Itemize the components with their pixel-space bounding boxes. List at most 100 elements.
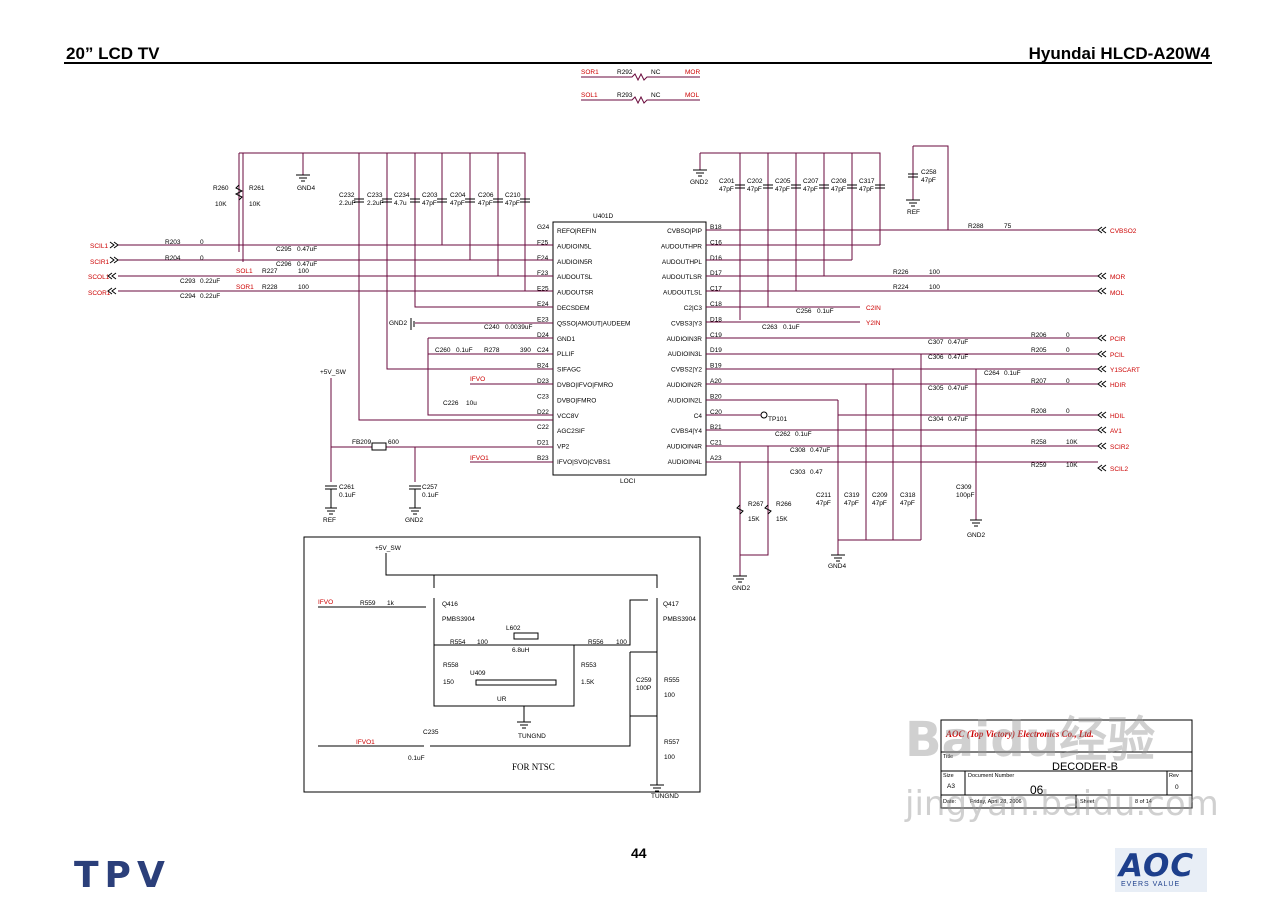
c296-value: 0.47uF <box>297 261 317 268</box>
plus5v-ntsc: +5V_SW <box>375 545 402 552</box>
c319-ref: C319 <box>844 492 860 499</box>
c303-ref: C303 <box>790 469 806 476</box>
ic-left-pin-number: E24 <box>537 301 549 308</box>
r556-ref: R556 <box>588 639 604 646</box>
r554-ref: R554 <box>450 639 466 646</box>
fb209-ref: FB209 <box>352 439 372 446</box>
ic-right-pin-name: C4 <box>694 413 703 420</box>
header-model-name: Hyundai HLCD-A20W4 <box>1028 44 1210 63</box>
r227-value: 100 <box>298 268 309 275</box>
r206-value: 0 <box>1066 332 1070 339</box>
c305-value: 0.47uF <box>948 385 968 392</box>
c201-value: 47pF <box>719 186 734 193</box>
ic-left-pin-name: PLLIF <box>557 351 574 358</box>
ic-right-pin-name: AUDIOIN4L <box>668 459 703 466</box>
port-pcir: PCIR <box>1110 336 1126 343</box>
c318-value: 47pF <box>900 500 915 507</box>
ic-right-pin-name: AUDIOIN2L <box>668 397 703 404</box>
c293-ref: C293 <box>180 278 196 285</box>
q416-value: PMBS3904 <box>442 616 475 623</box>
ic-left-pin-name: DECSDEM <box>557 305 590 312</box>
c234-ref: C234 <box>394 192 410 199</box>
c260-ref: C260 <box>435 347 451 354</box>
ic-name: LOCI <box>620 478 635 485</box>
port-c2in: C2IN <box>866 305 881 312</box>
net-mol: MOL <box>685 92 699 99</box>
ic-left-pin-number: D24 <box>537 332 549 339</box>
title-block: AOC (Top Victory) Electronics Co., Ltd. … <box>940 719 1193 809</box>
r557-ref: R557 <box>664 739 680 746</box>
c257-ref: C257 <box>422 484 438 491</box>
ic-left-pin-number: F23 <box>537 270 549 277</box>
r293-ref: R293 <box>617 92 633 99</box>
ic-right-pin-number: D19 <box>710 347 722 354</box>
ic-left-pin-name: AUDOUTSR <box>557 290 594 297</box>
r228-ref: R228 <box>262 284 278 291</box>
c211-value: 47pF <box>816 500 831 507</box>
net-mor: MOR <box>685 69 700 76</box>
r553-ref: R553 <box>581 662 597 669</box>
ic-left-pin-name: GND1 <box>557 336 575 343</box>
top-nc-links: SOR1 R292 NC MOR SOL1 R293 NC MOL <box>581 69 700 105</box>
c258-value: 47pF <box>921 177 936 184</box>
ic-right-pin-number: C17 <box>710 286 722 293</box>
c259-ref: C259 <box>636 677 652 684</box>
c319-value: 47pF <box>844 500 859 507</box>
c295-ref: C295 <box>276 246 292 253</box>
port-hdil: HDIL <box>1110 413 1125 420</box>
ic-right-pin-name: C2|C3 <box>684 305 703 312</box>
r559-ref: R559 <box>360 600 376 607</box>
r259-value: 10K <box>1066 462 1078 469</box>
c318-ref: C318 <box>900 492 916 499</box>
net-ifvo: IFVO <box>470 376 485 383</box>
r558-ref: R558 <box>443 662 459 669</box>
ic-right-pin-number: B18 <box>710 224 722 231</box>
r206-ref: R206 <box>1031 332 1047 339</box>
c303-value: 0.47 <box>810 469 823 476</box>
r292-ref: R292 <box>617 69 633 76</box>
c259-value: 100P <box>636 685 651 692</box>
c202-value: 47pF <box>747 186 762 193</box>
ic-left-pin-number: F24 <box>537 255 549 262</box>
ic-right-pin-number: C19 <box>710 332 722 339</box>
c202-ref: C202 <box>747 178 763 185</box>
c262-value: 0.1uF <box>795 431 812 438</box>
left-audio-ports: SCIL1 SCIR1 SCOL1 SCOR1 R203 0 R204 0 C2… <box>88 239 553 300</box>
c204-ref: C204 <box>450 192 466 199</box>
r205-value: 0 <box>1066 347 1070 354</box>
ic-right-pin-number: C16 <box>710 239 722 246</box>
ic-left-pin-number: E23 <box>537 316 549 323</box>
c256-ref: C256 <box>796 308 812 315</box>
ic-left-pin-number: B23 <box>537 455 549 462</box>
title-value: DECODER-B <box>1052 761 1118 773</box>
ic-left-pin-number: G24 <box>537 224 550 231</box>
c205-ref: C205 <box>775 178 791 185</box>
r557-value: 100 <box>664 754 675 761</box>
ic-right-pin-name: AUDOUTHPR <box>661 243 702 250</box>
gnd4-right: GND4 <box>828 563 846 570</box>
c233-ref: C233 <box>367 192 383 199</box>
header-model-size: 20” LCD TV <box>66 44 160 63</box>
gnd2-right: GND2 <box>690 179 708 186</box>
r204-value: 0 <box>200 255 204 262</box>
port-av1: AV1 <box>1110 428 1122 435</box>
r224-ref: R224 <box>893 284 909 291</box>
c240-ref: C240 <box>484 324 500 331</box>
gnd2-left: GND2 <box>389 320 407 327</box>
r208-ref: R208 <box>1031 408 1047 415</box>
tp101-label: TP101 <box>768 416 788 423</box>
c207-value: 47pF <box>803 186 818 193</box>
c263-value: 0.1uF <box>783 324 800 331</box>
c232-ref: C232 <box>339 192 355 199</box>
ic-right-pin-name: CVBSO|PIP <box>667 228 702 235</box>
port-mol: MOL <box>1110 290 1124 297</box>
c235-value: 0.1uF <box>408 755 425 762</box>
c258-ref: C258 <box>921 169 937 176</box>
gnd2-label-b: GND2 <box>405 517 423 524</box>
r293-value: NC <box>651 92 661 99</box>
right-ports: R288 75 CVBSO2 R226 100 R224 100 MOR MOL… <box>706 223 1140 592</box>
ntsc-subcircuit: +5V_SW IFVO R559 1k Q416 PMBS3904 Q417 P… <box>303 536 701 800</box>
r226-value: 100 <box>929 269 940 276</box>
c206-value: 47pF <box>478 200 493 207</box>
r292-value: NC <box>651 69 661 76</box>
